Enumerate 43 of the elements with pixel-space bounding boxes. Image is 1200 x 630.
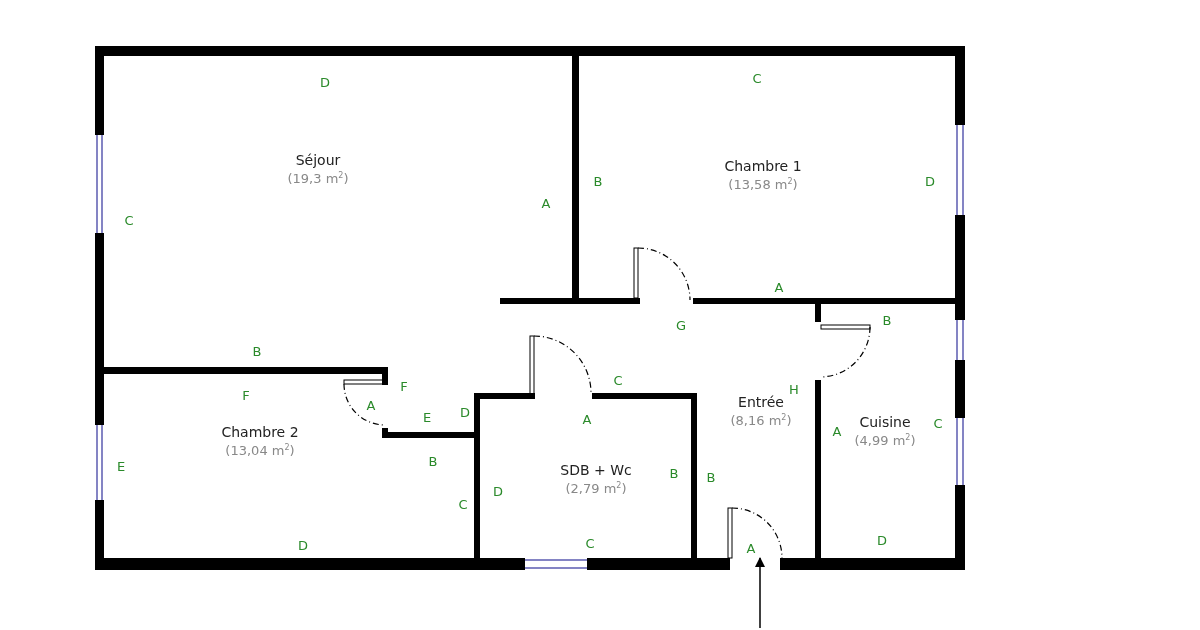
room-name: Cuisine	[859, 414, 911, 430]
wall-letter: C	[752, 71, 762, 85]
wall-letter: F	[242, 388, 250, 402]
wall-letter: D	[298, 538, 308, 552]
wall-letter: C	[613, 373, 623, 387]
wall-letter: C	[458, 497, 468, 511]
wall-letter: A	[832, 424, 842, 438]
room-name: Entrée	[738, 394, 784, 410]
wall-letter: E	[116, 459, 126, 473]
room-name: Chambre 1	[724, 158, 802, 174]
arrow	[755, 557, 765, 629]
wall-letter: B	[252, 344, 262, 358]
wall-letter: B	[669, 466, 679, 480]
room-area: (13,58 m$^{2}$)	[728, 177, 798, 193]
wall-letter: D	[925, 174, 935, 188]
room-area: (13,04 m$^{2}$)	[225, 443, 295, 459]
wall-letter: F	[400, 379, 408, 393]
wall-letter: A	[774, 280, 784, 294]
wall-letter: G	[675, 318, 687, 332]
room-area: (4,99 m$^{2}$)	[854, 433, 916, 449]
wall-letter: A	[746, 541, 756, 555]
wall-letter: C	[933, 416, 943, 430]
wall-letter: H	[789, 382, 799, 396]
wall-letter: E	[422, 410, 432, 424]
room-area: (2,79 m$^{2}$)	[565, 481, 627, 497]
wall-letter: B	[706, 470, 716, 484]
wall-letter: A	[366, 398, 376, 412]
wall-letter: B	[428, 454, 438, 468]
wall-letter: D	[460, 405, 470, 419]
wall-letter: D	[877, 533, 887, 547]
room-area: (8,16 m$^{2}$)	[730, 413, 792, 429]
wall-letter: B	[593, 174, 603, 188]
wall-letter: C	[124, 213, 134, 227]
wall-letter: D	[493, 484, 503, 498]
room-area: (19,3 m$^{2}$)	[287, 171, 349, 187]
room-name: SDB + Wc	[560, 462, 632, 478]
wall-letter: B	[882, 313, 892, 327]
wall-letter: C	[585, 536, 595, 550]
wall-letter: A	[582, 412, 592, 426]
wall-letter: A	[541, 196, 551, 210]
room-name: Chambre 2	[221, 424, 299, 440]
room-name: Séjour	[295, 152, 341, 168]
wall-letter: D	[320, 75, 330, 89]
